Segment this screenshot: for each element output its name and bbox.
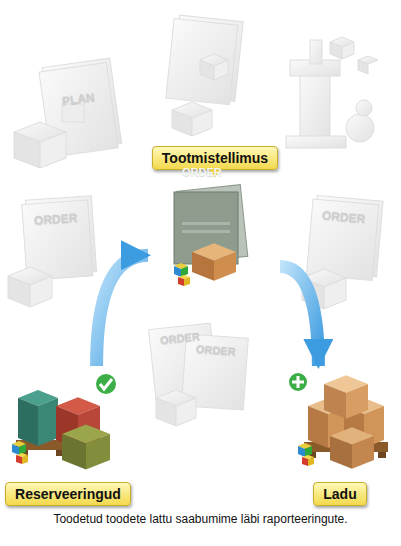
- caption: Toodetud toodete lattu saabumime läbi ra…: [0, 512, 401, 526]
- paper-label: ORDER: [196, 343, 236, 358]
- flow-arrow: [97, 255, 148, 366]
- flow-arrow: [280, 266, 318, 366]
- paper-label: ORDER: [321, 208, 365, 226]
- paper-label: PLAN: [61, 90, 95, 108]
- yellow-callout: Reserveeringud: [5, 482, 131, 506]
- node-icon: [140, 182, 290, 286]
- icon-callout: Ladu: [286, 362, 394, 506]
- paper-label: ORDER: [159, 330, 200, 346]
- paper-label: ORDER: [34, 211, 78, 228]
- yellow-callout: Ladu: [313, 482, 366, 506]
- paper-label: ORDER: [182, 166, 222, 178]
- node-icon: [8, 362, 128, 474]
- node-icon: [286, 362, 394, 474]
- icon-callout: Reserveeringud: [3, 362, 133, 506]
